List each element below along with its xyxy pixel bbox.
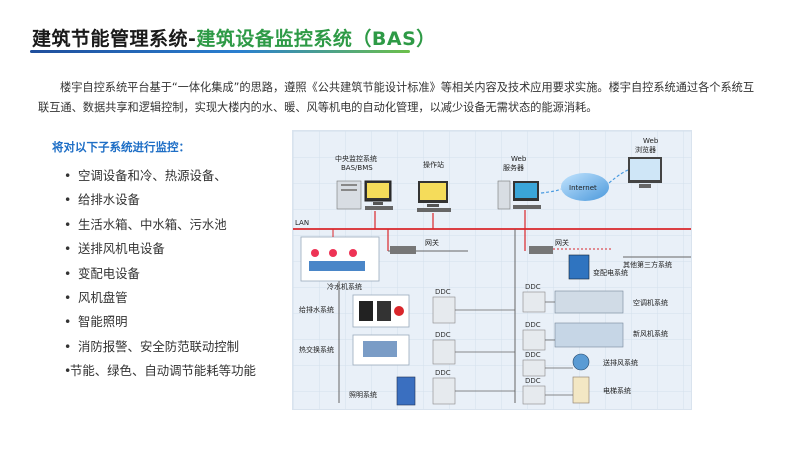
gateway-left-label: 网关 — [425, 238, 439, 247]
central-monitor-station: 中央监控系统 BAS/BMS — [335, 154, 393, 210]
bullet-icon: • — [64, 265, 72, 281]
central-label: 中央监控系统 — [335, 154, 377, 163]
lighting-label: 照明系统 — [349, 390, 377, 399]
ddc-box: DDC — [432, 331, 456, 365]
fan-system: 送排风系统 — [572, 353, 638, 371]
list-item: •生活水箱、中水箱、污水池 — [64, 215, 256, 239]
lan-label: LAN — [295, 219, 309, 227]
elevator-label: 电梯系统 — [603, 386, 631, 395]
web-server: Web 服务器 — [497, 155, 541, 210]
bullet-icon: • — [64, 192, 72, 208]
subsystem-list: •空调设备和冷、热源设备、 •给排水设备 •生活水箱、中水箱、污水池 •送排风机… — [64, 166, 256, 386]
svg-text:DDC: DDC — [435, 369, 451, 377]
list-item: •智能照明 — [64, 312, 256, 336]
elevator-system: 电梯系统 — [572, 376, 631, 404]
svg-text:DDC: DDC — [525, 283, 541, 291]
chiller-label: 冷水机系统 — [327, 282, 362, 291]
bullet-icon: • — [64, 216, 72, 232]
chiller-system: 冷水机系统 — [300, 236, 380, 291]
page-title-highlight: 建筑设备监控系统（BAS） — [196, 28, 436, 50]
list-item: •给排水设备 — [64, 190, 256, 214]
lighting-system: 照明系统 — [349, 376, 416, 406]
fresh-air-system: 新风机系统 — [554, 322, 668, 348]
water-supply-label: 给排水系统 — [299, 305, 334, 314]
bullet-icon: • — [64, 168, 72, 183]
fresh-air-label: 新风机系统 — [633, 329, 668, 338]
web-server-label-1: Web — [511, 155, 527, 163]
bas-architecture-diagram: 中央监控系统 BAS/BMS 操作站 Web 服务器 I — [292, 130, 692, 410]
ac-label: 空调机系统 — [633, 298, 668, 307]
water-supply-system: 给排水系统 — [299, 294, 410, 328]
subsystems-heading: 将对以下子系统进行监控： — [52, 140, 190, 154]
heat-exchange-system: 热交换系统 — [299, 334, 410, 366]
bullet-icon: • — [64, 363, 72, 379]
central-sub-label: BAS/BMS — [341, 164, 373, 172]
fan-label: 送排风系统 — [603, 358, 638, 367]
svg-text:DDC: DDC — [525, 377, 541, 385]
internet-label: Internet — [569, 184, 597, 192]
svg-text:DDC: DDC — [525, 351, 541, 359]
browser-label-2: 浏览器 — [635, 145, 656, 154]
substation-system: 变配电系统 — [568, 254, 628, 280]
page-title-main: 建筑节能管理系统- — [32, 28, 197, 50]
list-item: •空调设备和冷、热源设备、 — [64, 166, 256, 190]
internet-cloud: Internet — [540, 168, 632, 201]
list-item: •风机盘管 — [64, 288, 256, 312]
bullet-icon: • — [64, 289, 72, 305]
svg-text:DDC: DDC — [435, 331, 451, 339]
intro-paragraph: 楼宇自控系统平台基于“一体化集成”的思路，遵照《公共建筑节能设计标准》等相关内容… — [38, 81, 755, 114]
bullet-icon: • — [64, 338, 72, 354]
bullet-icon: • — [64, 314, 72, 330]
title-underline — [30, 50, 410, 53]
operator-label: 操作站 — [423, 160, 444, 169]
page-title: 建筑节能管理系统-建筑设备监控系统（BAS） — [32, 24, 436, 51]
substation-label: 变配电系统 — [593, 268, 628, 277]
gateway-right-label: 网关 — [555, 238, 569, 247]
web-server-label-2: 服务器 — [503, 163, 524, 172]
operator-station: 操作站 — [417, 160, 451, 212]
list-item: •送排风机电设备 — [64, 239, 256, 263]
svg-text:DDC: DDC — [435, 288, 451, 296]
heat-exchange-label: 热交换系统 — [299, 345, 334, 354]
list-item: •变配电设备 — [64, 264, 256, 288]
browser-label-1: Web — [643, 137, 659, 145]
list-item: •节能、绿色、自动调节能耗等功能 — [64, 361, 256, 385]
bas-diagram-svg: 中央监控系统 BAS/BMS 操作站 Web 服务器 I — [293, 131, 691, 409]
svg-text:DDC: DDC — [525, 321, 541, 329]
list-item: •消防报警、安全防范联动控制 — [64, 337, 256, 361]
web-browser: Web 浏览器 — [628, 137, 662, 188]
bullet-icon: • — [64, 241, 72, 257]
third-party-label: 其他第三方系统 — [623, 260, 672, 269]
